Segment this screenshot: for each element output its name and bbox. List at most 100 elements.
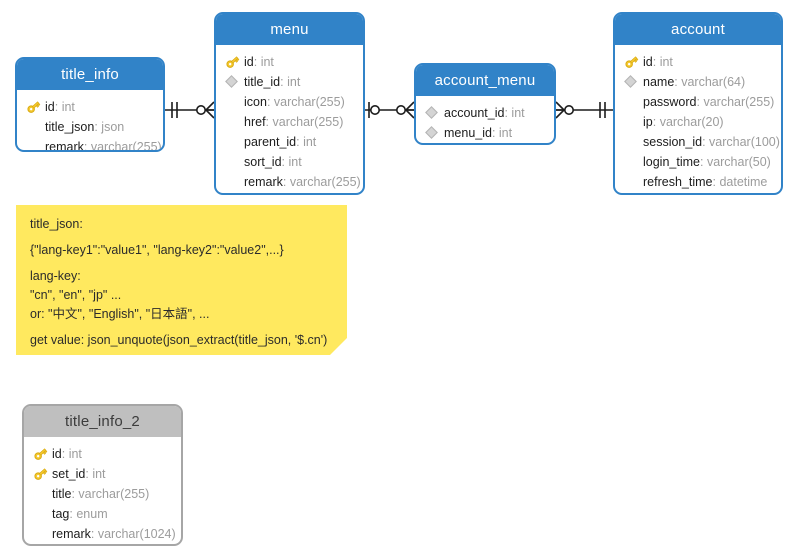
field-label: href: varchar(255): [244, 115, 344, 129]
field-name: refresh_time: [643, 175, 713, 189]
entity-title-account: account: [615, 14, 781, 45]
field-row[interactable]: menu_id: int: [416, 123, 554, 143]
field-type: varchar(50): [706, 155, 771, 169]
field-type: varchar(100): [709, 135, 780, 149]
sticky-note-title-json[interactable]: title_json: {"lang-key1":"value1", "lang-…: [16, 205, 347, 355]
field-name: remark: [52, 527, 91, 541]
key-icon: [25, 99, 43, 115]
field-row[interactable]: session_id: varchar(100): [615, 132, 781, 152]
field-marker-none: [623, 134, 641, 150]
field-name: menu_id: [444, 126, 492, 140]
field-row[interactable]: tag: enum: [24, 504, 181, 524]
field-label: login_time: varchar(50): [643, 155, 771, 169]
field-type: varchar(255): [273, 95, 345, 109]
field-label: id: int: [244, 55, 274, 69]
field-row[interactable]: password: varchar(255): [615, 92, 781, 112]
field-type: varchar(255): [90, 140, 162, 152]
field-name: remark: [45, 140, 84, 152]
entity-fields-account: id: int name: varchar(64) password: varcha…: [615, 45, 781, 193]
field-name: icon: [244, 95, 267, 109]
field-marker-none: [32, 526, 50, 542]
field-row[interactable]: title: varchar(255): [24, 484, 181, 504]
field-name: title: [52, 487, 72, 501]
key-icon: [224, 54, 242, 70]
field-name: password: [643, 95, 697, 109]
entity-fields-menu: id: int title_id: int icon: varchar(255) hr…: [216, 45, 363, 193]
field-row[interactable]: id: int: [615, 52, 781, 72]
field-row[interactable]: remark: varchar(255): [216, 172, 363, 192]
field-row[interactable]: id: int: [24, 444, 181, 464]
field-name: session_id: [643, 135, 703, 149]
field-label: remark: varchar(255): [244, 175, 361, 189]
field-type: int: [659, 55, 673, 69]
field-label: menu_id: int: [444, 126, 513, 140]
field-name: name: [643, 75, 675, 89]
field-label: refresh_time: datetime: [643, 175, 768, 189]
field-label: sort_id: int: [244, 155, 302, 169]
field-row[interactable]: href: varchar(255): [216, 112, 363, 132]
field-type: int: [303, 135, 317, 149]
field-type: datetime: [719, 175, 768, 189]
field-marker-none: [25, 119, 43, 135]
field-name: id: [643, 55, 653, 69]
field-row[interactable]: refresh_time: datetime: [615, 172, 781, 192]
field-name: login_time: [643, 155, 700, 169]
field-row[interactable]: icon: varchar(255): [216, 92, 363, 112]
field-row[interactable]: remark: varchar(1024): [24, 524, 181, 544]
field-marker-none: [623, 94, 641, 110]
field-type: varchar(255): [78, 487, 150, 501]
field-type: int: [92, 467, 106, 481]
note-line: title_json:: [30, 217, 83, 231]
note-fold-corner: [330, 338, 347, 355]
field-marker-none: [623, 174, 641, 190]
field-row[interactable]: title_json: json: [17, 117, 163, 137]
field-row[interactable]: set_id: int: [24, 464, 181, 484]
field-row[interactable]: id: int: [216, 52, 363, 72]
field-row[interactable]: ip: varchar(20): [615, 112, 781, 132]
field-row[interactable]: remark: varchar(255): [17, 137, 163, 152]
note-line: {"lang-key1":"value1", "lang-key2":"valu…: [30, 243, 284, 257]
field-label: remark: varchar(1024): [52, 527, 176, 541]
field-name: id: [244, 55, 254, 69]
key-icon: [32, 446, 50, 462]
diamond-icon: [224, 74, 242, 90]
field-type: int: [498, 126, 513, 140]
field-row[interactable]: parent_id: int: [216, 132, 363, 152]
field-name: id: [45, 100, 55, 114]
field-label: tag: enum: [52, 507, 108, 521]
sticky-note-text: title_json: {"lang-key1":"value1", "lang-…: [16, 205, 347, 348]
field-label: session_id: varchar(100): [643, 135, 780, 149]
field-type: int: [511, 106, 525, 120]
entity-table-account[interactable]: account id: int name: varchar(64) password:…: [613, 12, 783, 195]
field-row[interactable]: title_id: int: [216, 72, 363, 92]
field-name: sort_id: [244, 155, 282, 169]
field-marker-none: [623, 154, 641, 170]
field-label: account_id: int: [444, 106, 525, 120]
field-row[interactable]: name: varchar(64): [615, 72, 781, 92]
field-type: varchar(255): [272, 115, 344, 129]
field-row[interactable]: sort_id: int: [216, 152, 363, 172]
field-row[interactable]: login_time: varchar(50): [615, 152, 781, 172]
field-row[interactable]: id: int: [17, 97, 163, 117]
field-row[interactable]: account_id: int: [416, 103, 554, 123]
field-name: href: [244, 115, 266, 129]
field-label: icon: varchar(255): [244, 95, 345, 109]
field-type: varchar(64): [681, 75, 746, 89]
field-marker-none: [224, 94, 242, 110]
field-label: id: int: [52, 447, 82, 461]
field-type: varchar(20): [659, 115, 724, 129]
note-line: "cn", "en", "jp" ...: [30, 288, 122, 302]
field-label: name: varchar(64): [643, 75, 746, 89]
field-name: ip: [643, 115, 653, 129]
field-type: int: [68, 447, 82, 461]
field-name: title_json: [45, 120, 95, 134]
field-marker-none: [623, 114, 641, 130]
relationship-account_menu-account: [555, 101, 613, 119]
entity-title-title_info_2: title_info_2: [24, 406, 181, 437]
